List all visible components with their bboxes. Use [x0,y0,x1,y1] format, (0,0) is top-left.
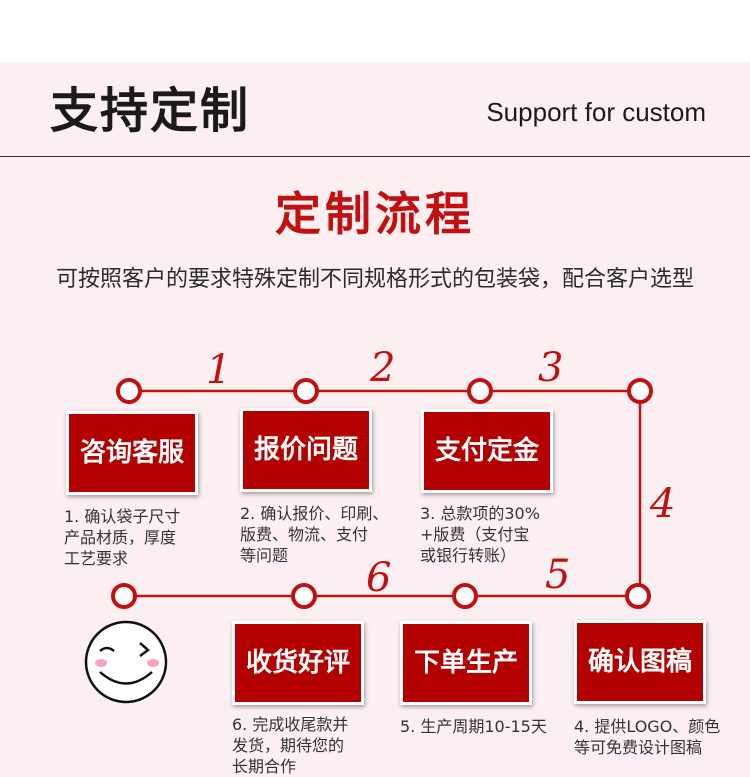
step-number-3: 3 [538,345,564,391]
note-line: 3. 总款项的30% [420,504,540,523]
step-note-1: 1. 确认袋子尺寸 产品材质，厚度 工艺要求 [64,506,180,569]
step-note-4: 4. 提供LOGO、颜色 等可免费设计图稿 [574,716,720,758]
step-number-1: 1 [206,347,232,393]
flow-node [452,583,478,609]
note-line: 6. 完成收尾款并 [232,715,349,734]
note-line: 或银行转账） [420,546,517,565]
note-line: 4. 提供LOGO、颜色 [574,717,721,736]
flow-node [293,378,319,404]
smiley-wink-icon [84,620,168,704]
step-box-deposit: 支付定金 [421,409,553,493]
step-box-quote: 报价问题 [240,408,372,492]
section-title: 定制流程 [275,187,475,241]
header-title: 支持定制 [50,83,251,139]
step-number-2: 2 [370,345,396,391]
top-banner-strip [0,0,750,62]
note-line: 等可免费设计图稿 [574,738,703,757]
step-box-consult: 咨询客服 [66,411,198,495]
note-line: 发货，期待您的 [232,736,345,755]
note-line: 等问题 [240,546,289,565]
flow-node [627,378,653,404]
flow-node [625,583,651,609]
header-subtitle: Support for custom [486,97,706,127]
flow-node [111,583,137,609]
note-line: 版费、物流、支付 [240,525,369,544]
header-divider [0,156,750,157]
step-box-production: 下单生产 [400,621,532,705]
note-line: 长期合作 [232,757,297,776]
step-note-5: 5. 生产周期10-15天 [400,716,547,737]
flow-node [291,583,317,609]
step-note-2: 2. 确认报价、印刷、 版费、物流、支付 等问题 [240,503,388,566]
note-line: 1. 确认袋子尺寸 [64,507,181,526]
step-box-confirm-artwork: 确认图稿 [574,620,706,704]
step-number-5: 5 [545,552,571,598]
step-note-3: 3. 总款项的30% +版费（支付宝 或银行转账） [420,503,540,566]
step-number-6: 6 [366,555,392,601]
note-line: 产品材质，厚度 [64,528,177,547]
step-note-6: 6. 完成收尾款并 发货，期待您的 长期合作 [232,714,348,777]
step-box-receive-review: 收货好评 [232,621,364,705]
note-line: 工艺要求 [64,549,129,568]
note-line: +版费（支付宝 [420,525,530,544]
flow-node [467,378,493,404]
step-number-4: 4 [650,481,676,527]
flow-diagram [84,378,653,704]
flow-node [116,378,142,404]
section-description: 可按照客户的要求特殊定制不同规格形式的包装袋，配合客户选型 [55,267,694,292]
note-line: 5. 生产周期10-15天 [400,717,547,736]
note-line: 2. 确认报价、印刷、 [240,504,389,523]
